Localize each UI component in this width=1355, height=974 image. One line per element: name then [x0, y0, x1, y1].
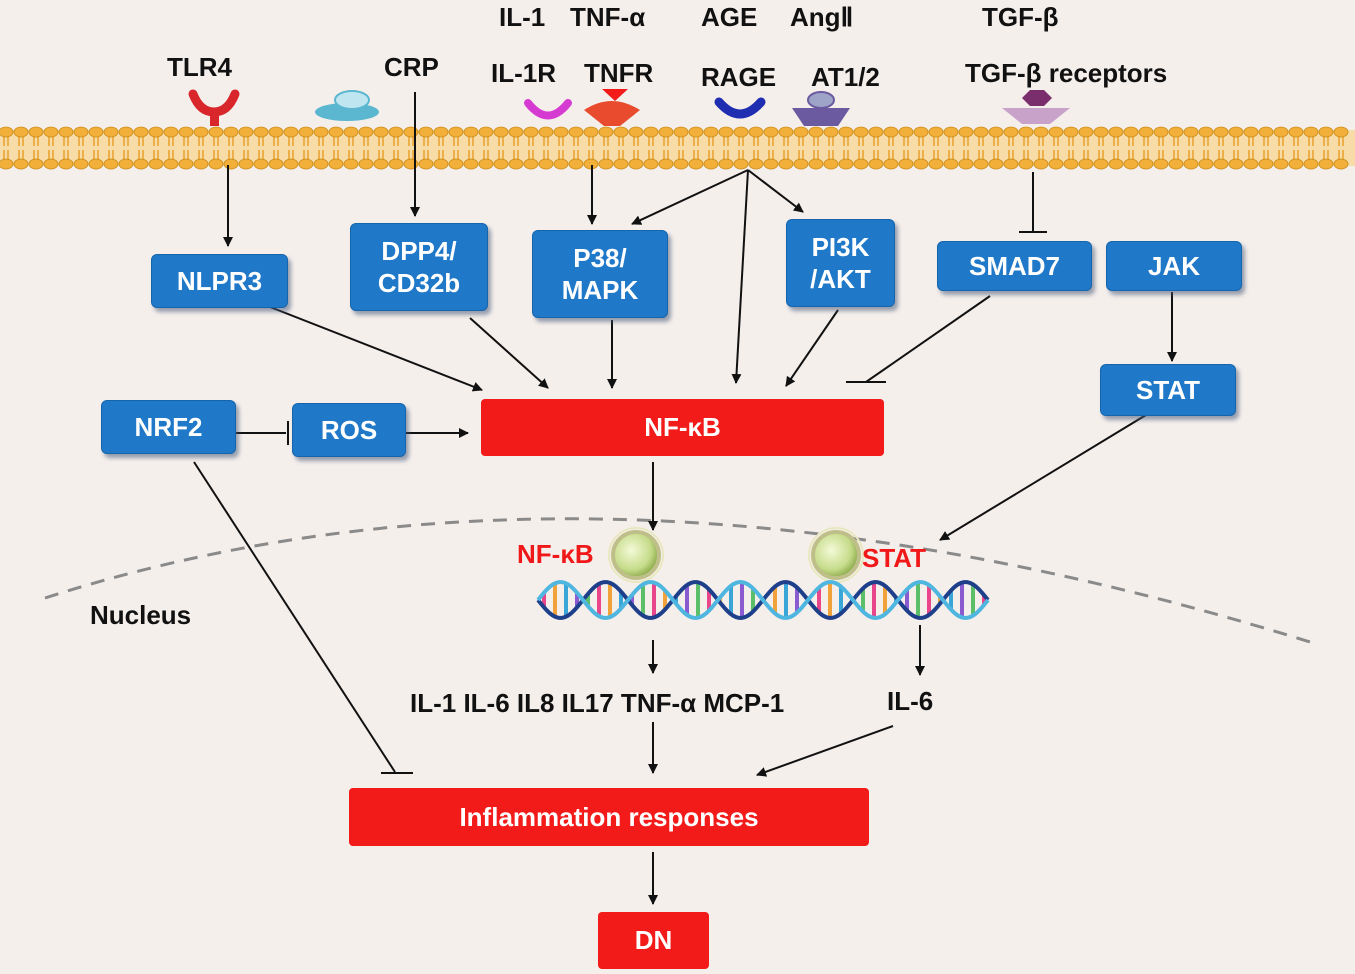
dna-helix-icon [536, 580, 990, 620]
nfkb-binding-icon [608, 527, 664, 583]
node-nrf2: NRF2 [101, 400, 236, 454]
il6-output: IL-6 [887, 686, 934, 716]
nucleus-label: Nucleus [90, 600, 192, 630]
node-dpp4-line2: CD32b [377, 268, 461, 298]
node-jak: JAK [1106, 241, 1242, 291]
node-p38-mapk: P38/ MAPK [532, 230, 668, 318]
node-nfkb: NF-κB [481, 399, 884, 456]
node-ros: ROS [292, 403, 406, 457]
ligand-ang: AngⅡ [790, 2, 854, 32]
at12-receptor-icon [792, 91, 850, 126]
receptor-tlr4-label: TLR4 [167, 52, 232, 82]
tlr4-receptor-icon [188, 89, 240, 126]
node-pi3k-line2: /AKT [810, 264, 871, 294]
stat-binding-icon [808, 527, 864, 583]
cell-membrane [0, 126, 1355, 170]
receptor-rage-label: RAGE [701, 62, 777, 92]
node-nlpr3: NLPR3 [151, 254, 288, 308]
node-stat: STAT [1100, 364, 1236, 416]
stat-transcription-factor-label: STAT [862, 543, 927, 573]
cytokine-list: IL-1 IL-6 IL8 IL17 TNF-α MCP-1 [410, 688, 785, 718]
il1r-receptor-icon [524, 99, 572, 120]
node-p38-line1: P38/ [573, 242, 627, 273]
receptor-crp-label: CRP [384, 52, 439, 82]
nfkb-transcription-factor-label: NF-κB [517, 539, 594, 569]
node-pi3k-line1: PI3K [811, 231, 870, 262]
node-pi3k-akt: PI3K /AKT [786, 219, 895, 307]
receptor-il1r-label: IL-1R [491, 58, 556, 88]
tnfr-receptor-icon [584, 89, 640, 126]
node-dpp4-line1: DPP4/ [381, 235, 457, 266]
rage-receptor-icon [714, 97, 766, 119]
tgfb-receptor-icon [1002, 90, 1070, 124]
ligand-age: AGE [701, 2, 758, 32]
node-smad7: SMAD7 [937, 241, 1092, 291]
nucleus-boundary [44, 517, 1311, 644]
node-inflammation-responses: Inflammation responses [349, 788, 869, 846]
ligand-tnfa: TNF-α [570, 2, 646, 32]
node-dn: DN [598, 912, 709, 969]
ligand-il1: IL-1 [499, 2, 546, 32]
receptor-tgfb-label: TGF-β receptors [965, 58, 1168, 88]
ligand-tgfb: TGF-β [982, 2, 1059, 32]
receptor-at12-label: AT1/2 [811, 62, 880, 92]
signal-connectors [193, 92, 1177, 905]
node-p38-line2: MAPK [561, 275, 639, 305]
receptor-tnfr-label: TNFR [584, 58, 654, 88]
node-dpp4-cd32b: DPP4/ CD32b [350, 223, 488, 311]
crp-receptor-icon [315, 90, 379, 121]
